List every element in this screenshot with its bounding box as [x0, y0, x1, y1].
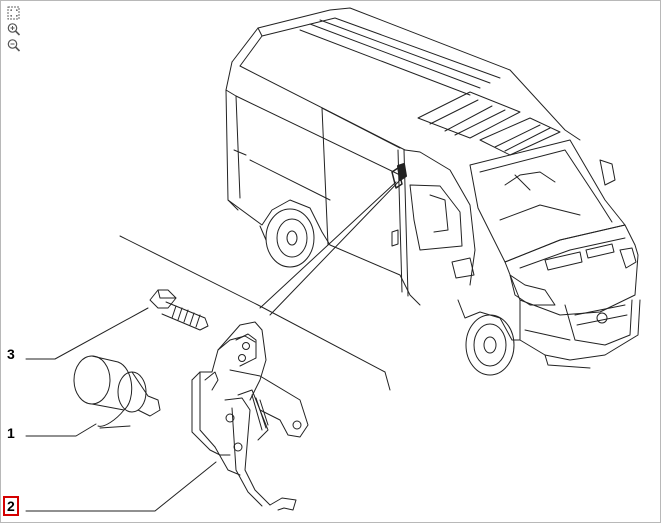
leader-line-lower	[269, 177, 403, 316]
assembly-bracket-line	[119, 235, 391, 391]
van-illustration	[225, 7, 641, 376]
zoom-in-icon[interactable]	[6, 22, 22, 36]
callout-3[interactable]: 3	[7, 346, 15, 362]
bolt-part	[149, 289, 209, 331]
viewer-toolbar	[6, 6, 24, 54]
fit-to-window-icon[interactable]	[6, 6, 22, 20]
callout-leader-3	[25, 307, 149, 360]
leader-line-upper	[259, 181, 397, 309]
callout-leader-1	[25, 423, 97, 437]
hinge-part	[191, 321, 309, 511]
pin-part	[73, 355, 161, 429]
callout-1[interactable]: 1	[7, 425, 15, 441]
zoom-out-icon[interactable]	[6, 38, 22, 52]
callout-2-selected[interactable]: 2	[3, 496, 19, 516]
callout-leader-2	[25, 461, 217, 512]
